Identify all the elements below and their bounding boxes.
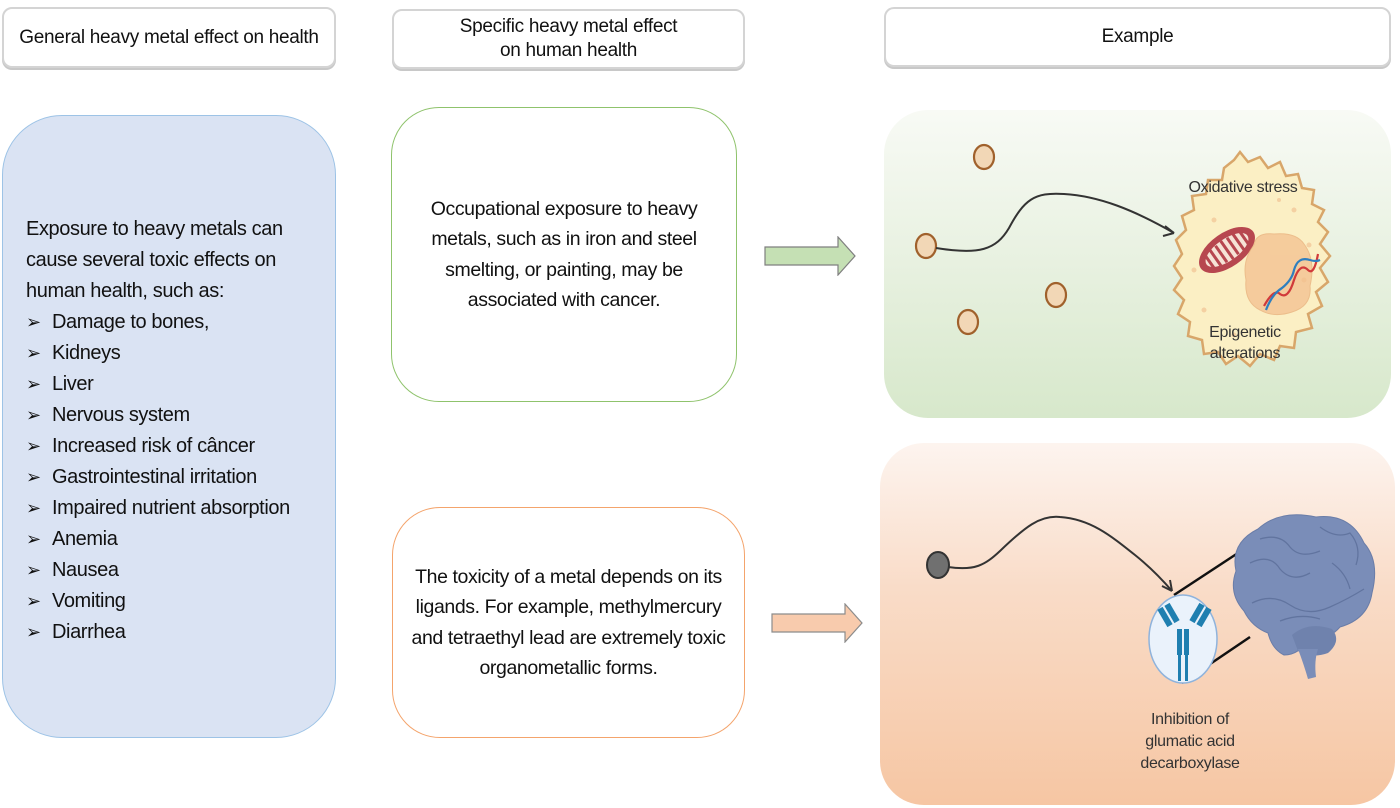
brain-icon: [1232, 514, 1376, 679]
antibody-icon: [1157, 602, 1212, 681]
effect-list-item: ➢ Increased risk of câncer: [26, 431, 326, 462]
arrowhead-bullet-icon: ➢: [26, 560, 41, 580]
epigenetic-label-line1: Epigenetic: [1209, 324, 1281, 341]
oxidative-stress-label: Oxidative stress: [1188, 179, 1298, 196]
effect-list-item: ➢ Nervous system: [26, 400, 326, 431]
arrowhead-bullet-icon: ➢: [26, 622, 41, 642]
right-arrow-icon: [771, 603, 863, 643]
inhibition-label-line3: decarboxylase: [1140, 755, 1240, 772]
arrowhead-bullet-icon: ➢: [26, 343, 41, 363]
arrowhead-icon: [1162, 225, 1175, 237]
zoom-line-top: [1173, 551, 1239, 597]
effect-list-item: ➢ Kidneys: [26, 338, 326, 369]
header-general-label: General heavy metal effect on health: [19, 26, 319, 48]
effect-list-item: ➢ Liver: [26, 369, 326, 400]
effect-item-label: Nausea: [52, 559, 119, 581]
general-effects-intro: Exposure to heavy metals can cause sever…: [26, 218, 283, 302]
header-specific-line1: Specific heavy metal effect: [459, 16, 678, 37]
example-neurotoxicity-panel: Inhibition of glumatic acid decarboxylas…: [880, 443, 1395, 805]
epigenetic-label-line2: alterations: [1209, 345, 1281, 362]
ligand-toxicity-text: The toxicity of a metal depends on its l…: [411, 565, 726, 680]
effect-item-label: Gastrointestinal irritation: [52, 466, 257, 488]
metal-particle-icon: [926, 551, 950, 579]
arrowhead-bullet-icon: ➢: [26, 312, 41, 332]
arrowhead-bullet-icon: ➢: [26, 591, 41, 611]
cytoplasm-dots: [1191, 198, 1312, 338]
arrowhead-bullet-icon: ➢: [26, 529, 41, 549]
example-oxidative-stress-panel: Oxidative stress Epigenetic alterations: [884, 110, 1391, 418]
general-effects-text: Exposure to heavy metals can cause sever…: [26, 214, 326, 648]
arrowhead-bullet-icon: ➢: [26, 405, 41, 425]
effect-list-item: ➢ Gastrointestinal irritation: [26, 462, 326, 493]
occupational-exposure-text: Occupational exposure to heavy metals, s…: [430, 197, 698, 312]
nucleus-icon: [1244, 233, 1313, 316]
effect-item-label: Vomiting: [52, 590, 126, 612]
effect-item-label: Impaired nutrient absorption: [52, 497, 290, 519]
right-arrow-icon: [764, 236, 856, 276]
effect-item-label: Nervous system: [52, 404, 190, 426]
arrowhead-bullet-icon: ➢: [26, 498, 41, 518]
effect-list-item: ➢ Anemia: [26, 524, 326, 555]
effects-list: ➢ Damage to bones, ➢ Kidneys ➢ Liver ➢ Nervous …: [26, 307, 326, 648]
effect-list-item: ➢ Nausea: [26, 555, 326, 586]
arrowhead-icon: [1161, 579, 1173, 592]
header-example-label: Example: [1101, 26, 1174, 47]
header-specific-line2: on human health: [499, 40, 638, 61]
arrowhead-bullet-icon: ➢: [26, 374, 41, 394]
effect-item-label: Damage to bones,: [52, 311, 210, 333]
header-example: Example: [884, 7, 1391, 67]
effect-item-label: Increased risk of câncer: [52, 435, 255, 457]
effect-item-label: Anemia: [52, 528, 118, 550]
header-general: General heavy metal effect on health: [2, 7, 336, 68]
uptake-arrow: [935, 192, 1175, 252]
effect-list-item: ➢ Vomiting: [26, 586, 326, 617]
dna-icon: [1263, 253, 1321, 311]
effect-item-label: Kidneys: [52, 342, 121, 364]
oxidative-stress-illustration: [914, 143, 1332, 368]
neurotoxicity-illustration: [926, 514, 1376, 685]
effect-item-label: Liver: [52, 373, 94, 395]
inhibition-label-line2: glumatic acid: [1145, 733, 1235, 750]
general-effects-box: [2, 115, 336, 738]
inhibition-label-line1: Inhibition of: [1151, 711, 1229, 728]
binding-arrow: [947, 515, 1173, 592]
ligand-toxicity-box: The toxicity of a metal depends on its l…: [392, 507, 745, 738]
arrowhead-bullet-icon: ➢: [26, 436, 41, 456]
occupational-exposure-box: Occupational exposure to heavy metals, s…: [391, 107, 737, 402]
mitochondrion-icon: [1199, 226, 1255, 274]
header-specific: Specific heavy metal effect on human hea…: [392, 9, 745, 69]
effect-list-item: ➢ Diarrhea: [26, 617, 326, 648]
effect-list-item: ➢ Impaired nutrient absorption: [26, 493, 326, 524]
arrowhead-bullet-icon: ➢: [26, 467, 41, 487]
effect-list-item: ➢ Damage to bones,: [26, 307, 326, 338]
metal-particle-icon: [914, 143, 1068, 336]
effect-item-label: Diarrhea: [52, 621, 126, 643]
